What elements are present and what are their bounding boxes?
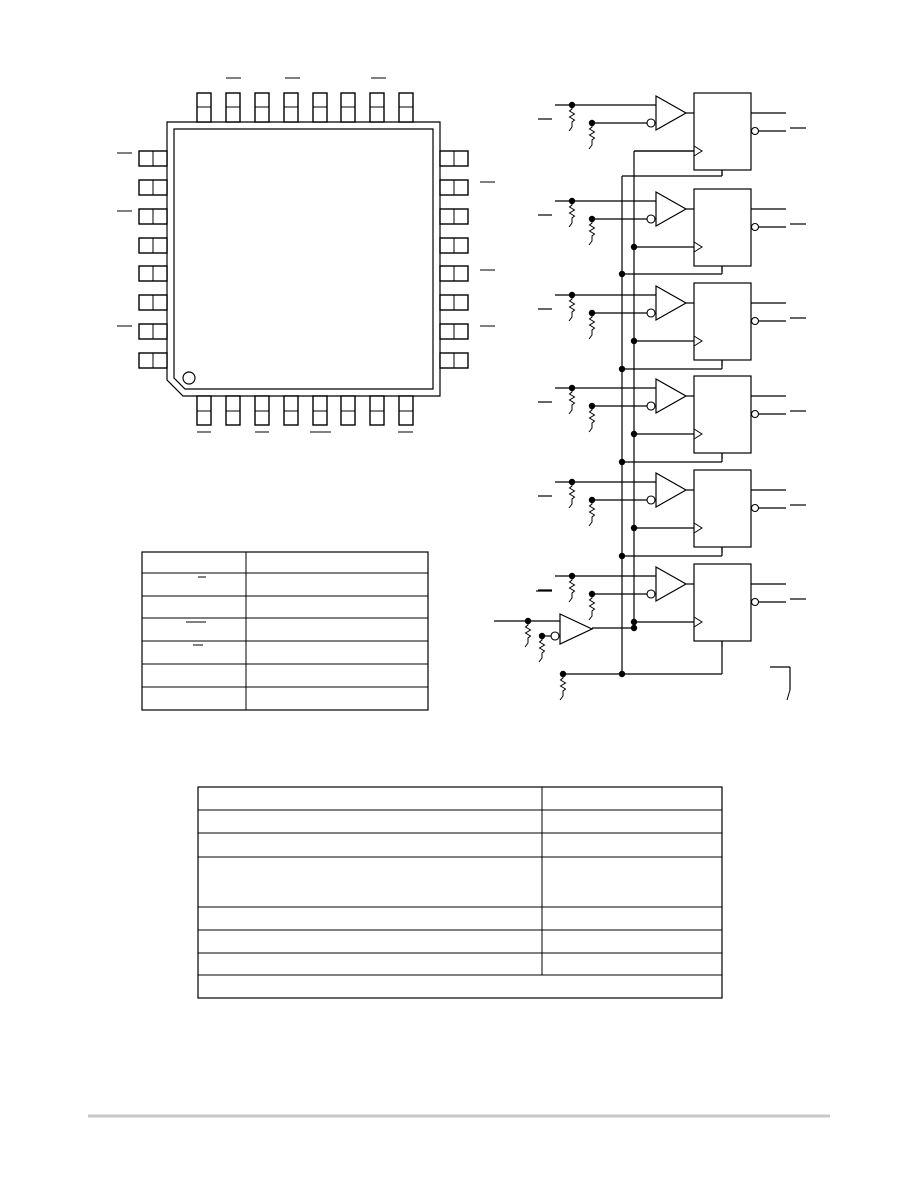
inverted-output-bubble: [750, 597, 760, 607]
pull-resistor: [538, 636, 546, 663]
pinout-diagram: [117, 77, 495, 433]
flip-flop: [693, 282, 752, 361]
pin-names-table: [141, 551, 429, 711]
pull-resistor: [588, 406, 596, 433]
top-pins: [196, 77, 414, 123]
inverted-output-bubble: [750, 316, 760, 326]
pull-resistor: [568, 388, 576, 415]
inverted-output-bubble: [750, 222, 760, 232]
junction-dot: [630, 624, 638, 632]
pull-resistor: [568, 201, 576, 228]
right-pins: [439, 150, 495, 369]
flip-flop: [693, 375, 752, 454]
enable-bubble: [646, 401, 656, 411]
input-buffer: [655, 284, 688, 322]
pin1-indicator: [182, 371, 196, 385]
clock-input-icon: [693, 522, 703, 534]
enable-bubble: [646, 214, 656, 224]
pull-resistor: [568, 576, 576, 603]
inverted-output-bubble: [750, 503, 760, 513]
input-buffer: [655, 94, 688, 132]
package-outline: [166, 121, 441, 397]
pull-resistor: [559, 674, 567, 701]
clock-bubble: [550, 631, 560, 641]
clock-input-icon: [693, 335, 703, 347]
clock-input-icon: [693, 145, 703, 157]
clock-input-icon: [693, 616, 703, 628]
clock-input-icon: [693, 241, 703, 253]
pull-resistor: [588, 594, 596, 621]
pull-resistor: [588, 313, 596, 340]
pull-resistor: [568, 295, 576, 322]
bottom-pins: [196, 395, 414, 433]
junction-dot: [618, 458, 626, 466]
flip-flop: [693, 92, 752, 171]
pull-resistor: [588, 500, 596, 527]
logic-diagram: [494, 92, 806, 701]
clock-buffer: [559, 613, 594, 645]
flip-flop: [693, 563, 752, 642]
input-buffer: [655, 377, 688, 415]
inverted-output-bubble: [750, 126, 760, 136]
left-pins: [117, 150, 168, 369]
clock-input-icon: [693, 428, 703, 440]
pull-resistor: [524, 621, 532, 648]
input-buffer: [655, 471, 688, 509]
pull-resistor: [588, 219, 596, 246]
junction-dot: [618, 670, 626, 678]
pull-resistor: [568, 482, 576, 509]
enable-bubble: [646, 589, 656, 599]
enable-bubble: [646, 495, 656, 505]
spec-table: [197, 786, 723, 999]
flip-flop: [693, 188, 752, 267]
input-buffer: [655, 565, 688, 603]
junction-dot: [618, 270, 626, 278]
input-buffer: [655, 190, 688, 228]
pull-resistor: [588, 123, 596, 150]
enable-bubble: [646, 308, 656, 318]
junction-dot: [618, 365, 626, 373]
table-frame: [141, 551, 429, 711]
ground-icon: [786, 689, 791, 701]
junction-dot: [618, 552, 626, 560]
enable-bubble: [646, 118, 656, 128]
package-inner-outline: [173, 128, 434, 390]
flip-flop: [693, 469, 752, 548]
table-frame: [197, 786, 723, 999]
pull-resistor: [568, 105, 576, 132]
inverted-output-bubble: [750, 409, 760, 419]
